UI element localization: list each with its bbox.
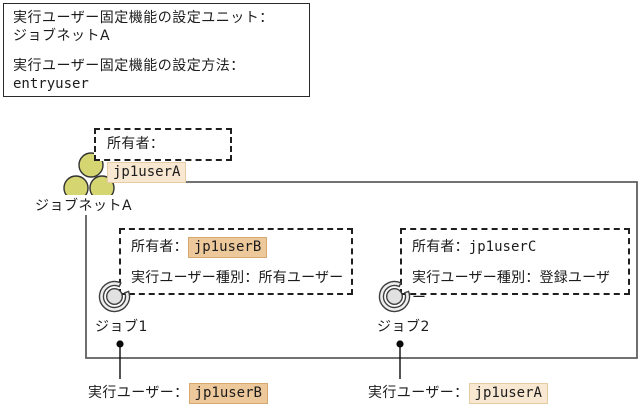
- job2-label: ジョブ2: [377, 319, 430, 335]
- job2-icon: [378, 280, 411, 313]
- info-box: 実行ユーザー固定機能の設定ユニット： ジョブネットA 実行ユーザー固定機能の設定…: [3, 3, 310, 97]
- jobnet-owner-label: 所有者：: [107, 136, 165, 152]
- job1-owner-value: jp1userB: [187, 237, 268, 258]
- info-line-4: entryuser: [13, 76, 89, 92]
- jobnet-boundary-rect: [85, 181, 638, 359]
- job1-owner-label: 所有者：: [131, 239, 188, 255]
- info-line-1: 実行ユーザー固定機能の設定ユニット：: [13, 10, 274, 26]
- job2-owner-label: 所有者：: [412, 239, 469, 255]
- job2-exec-user-label: 実行ユーザー：: [368, 385, 469, 401]
- job2-exec-type: 実行ユーザー種別：登録ユーザー: [412, 270, 611, 306]
- job2-owner-row: 所有者：jp1userC: [412, 237, 624, 257]
- job1-exec-user: 実行ユーザー：jp1userB: [88, 382, 268, 404]
- job1-icon: [98, 280, 131, 313]
- job1-leader-dot: [116, 340, 124, 348]
- job1-label: ジョブ1: [95, 319, 148, 335]
- job1-attr-box: 所有者：jp1userB 実行ユーザー種別：所有ユーザー: [119, 228, 353, 295]
- job1-exec-user-label: 実行ユーザー：: [88, 385, 189, 401]
- jobnet-owner-box: 所有者： jp1userA: [94, 128, 232, 183]
- jobnet-owner-value: jp1userA: [107, 162, 187, 183]
- jobnet-label: ジョブネットA: [33, 195, 135, 215]
- info-line-3: 実行ユーザー固定機能の設定方法：: [13, 58, 245, 74]
- job2-leader-dot: [396, 340, 404, 348]
- job2-exec-user-value: jp1userA: [468, 383, 548, 404]
- job1-exec-user-value: jp1userB: [188, 383, 268, 404]
- job1-owner-row: 所有者：jp1userB: [131, 237, 347, 258]
- job1-exec-type: 実行ユーザー種別：所有ユーザー: [131, 270, 344, 286]
- info-line-2: ジョブネットA: [13, 28, 111, 44]
- job2-attr-box: 所有者：jp1userC 実行ユーザー種別：登録ユーザー: [400, 228, 630, 306]
- job2-owner-value: jp1userC: [468, 239, 537, 255]
- job2-exec-user: 実行ユーザー：jp1userA: [368, 382, 548, 404]
